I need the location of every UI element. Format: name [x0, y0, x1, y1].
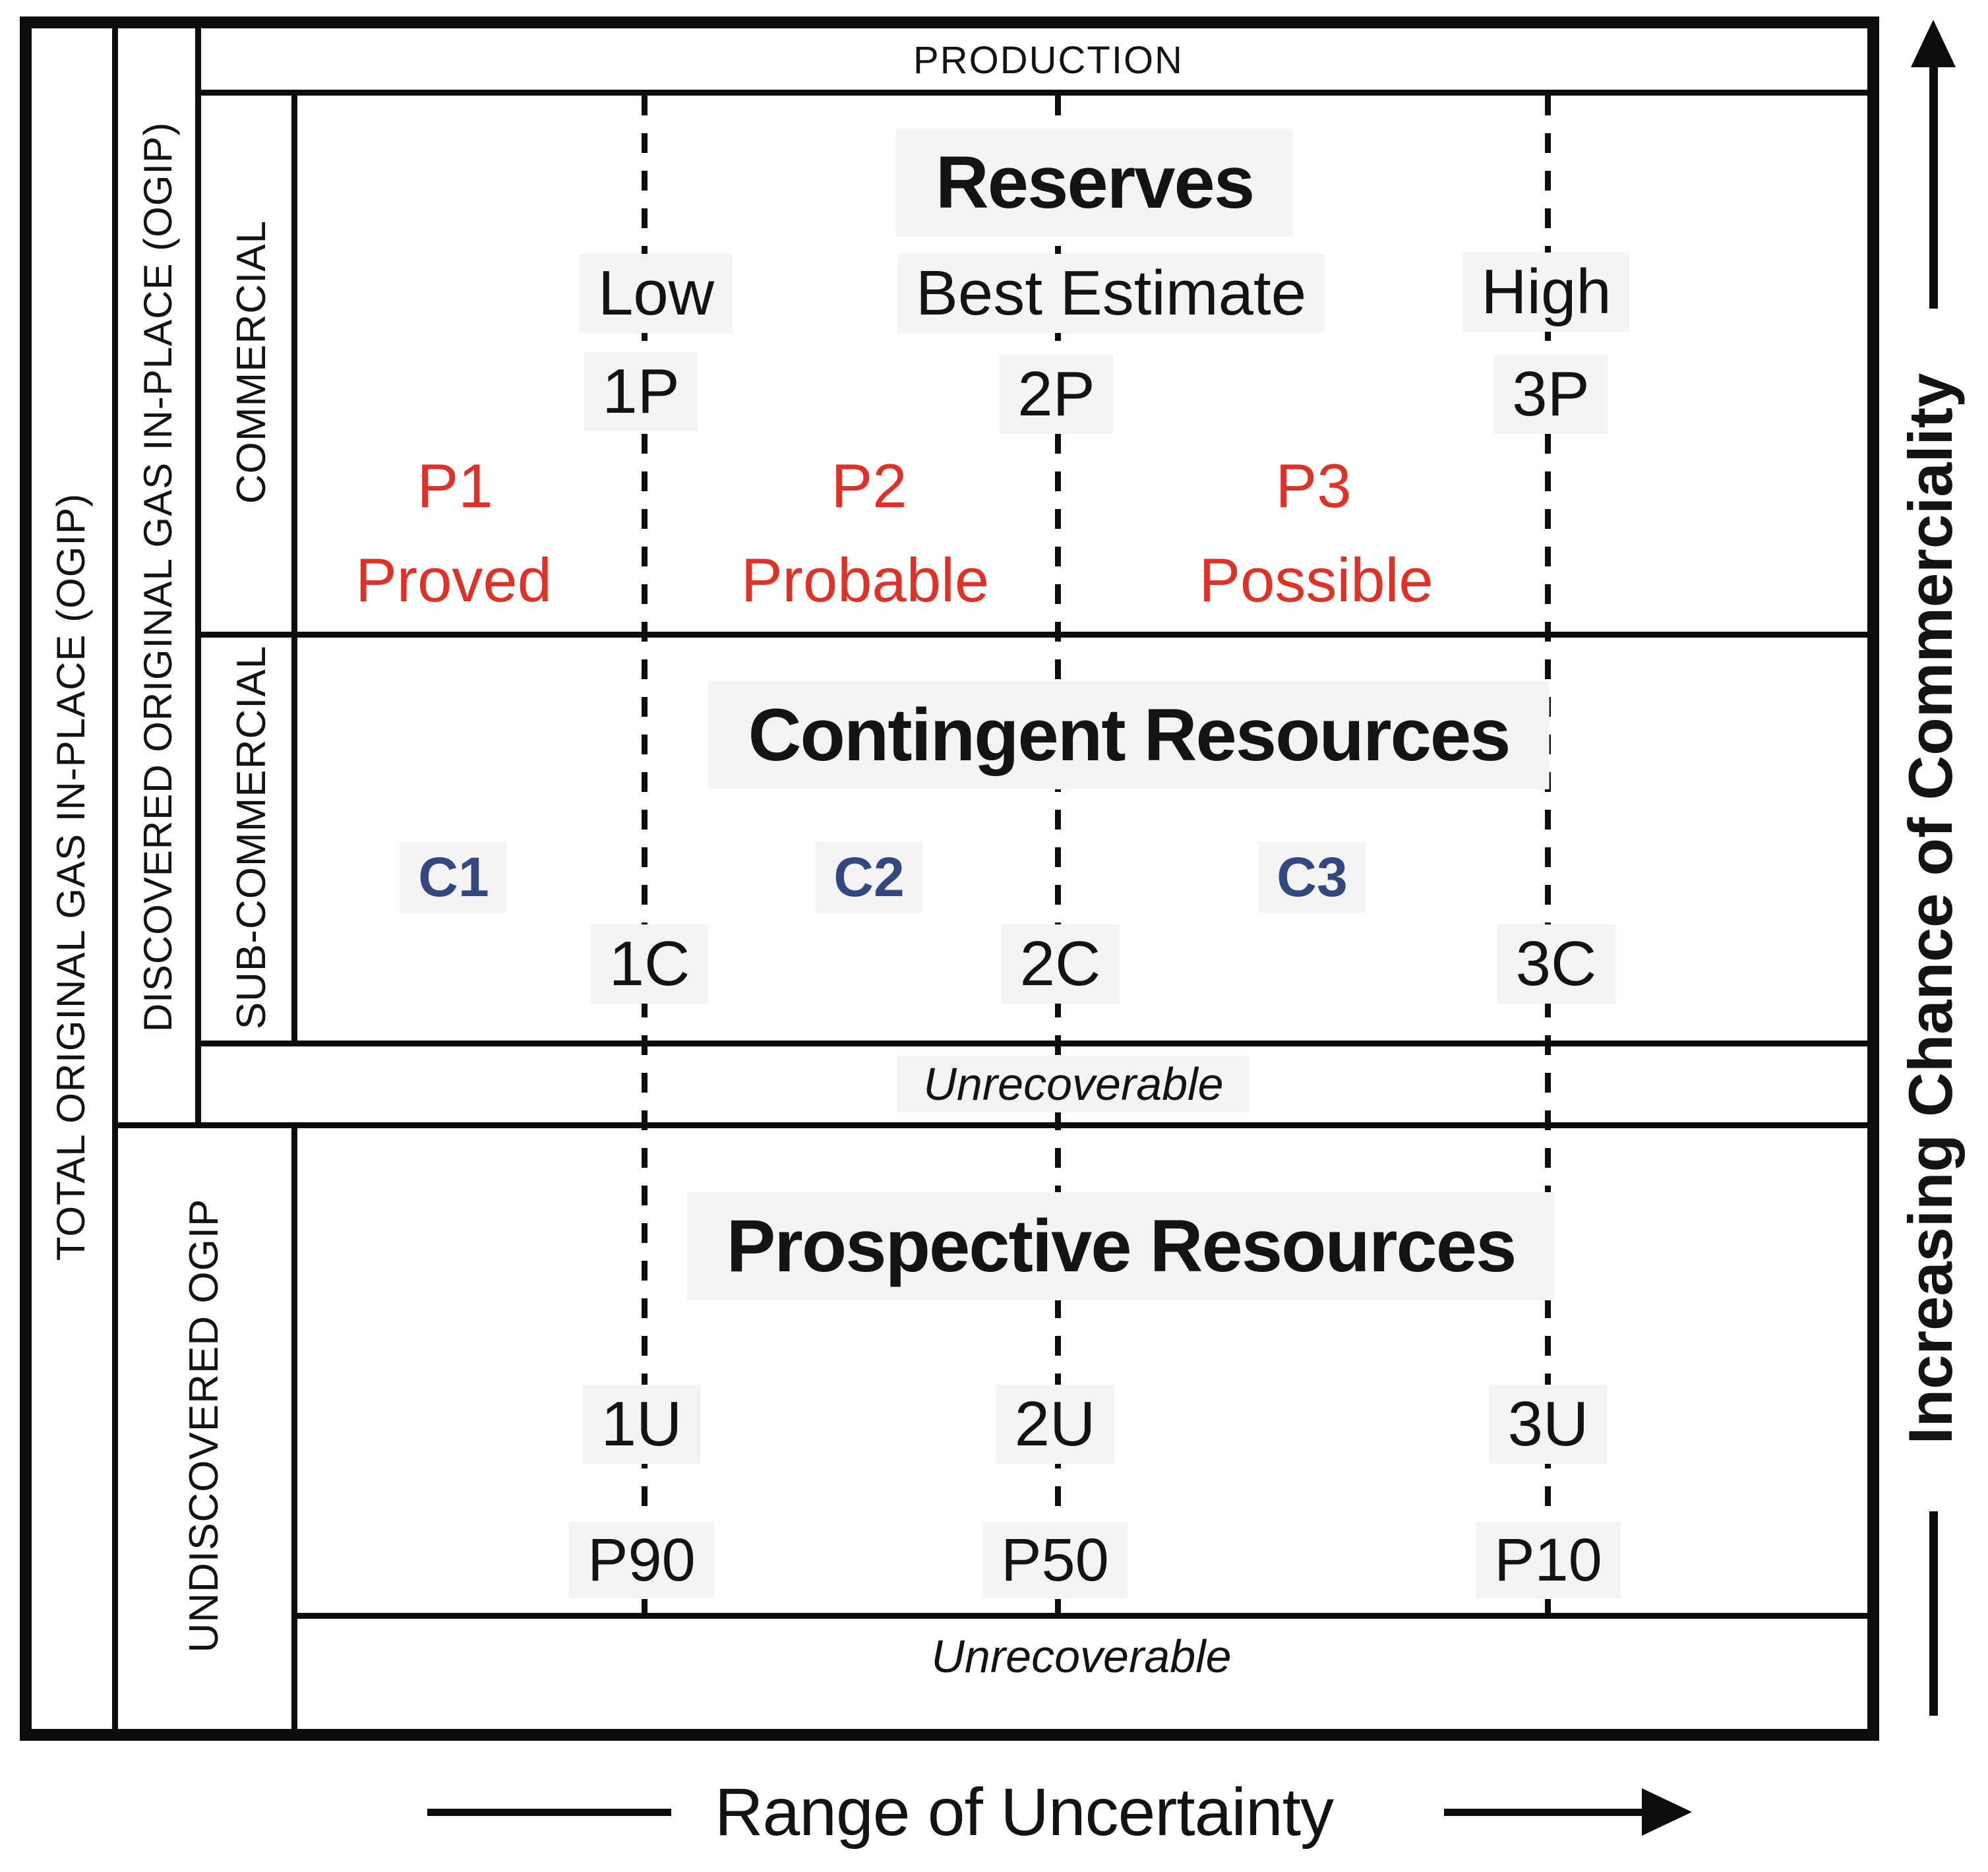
- col3-divider-lower: [291, 1122, 297, 1729]
- vertical-axis-label: Increasing Chance of Commerciality: [1896, 373, 1965, 1445]
- code-3u-label: 3U: [1489, 1385, 1608, 1464]
- vertical-axis-shaft-top: [1929, 65, 1938, 309]
- row-label-commercial: COMMERCIAL: [229, 220, 274, 504]
- estimate-high-label: High: [1462, 253, 1630, 332]
- contingent-title: Contingent Resources: [708, 681, 1550, 789]
- estimate-best-label: Best Estimate: [897, 254, 1325, 333]
- category-p3-name: Possible: [1199, 545, 1433, 615]
- category-p3-code: P3: [1275, 451, 1352, 520]
- vertical-axis-shaft-bottom: [1929, 1511, 1938, 1716]
- unrecoverable-discovered-label: Unrecoverable: [897, 1056, 1250, 1112]
- category-p1-code: P1: [417, 451, 493, 520]
- category-p2-name: Probable: [740, 545, 990, 615]
- horizontal-axis-segment-left: [427, 1809, 671, 1816]
- undiscovered-top-line: [112, 1122, 1867, 1128]
- dashed-line-low-estimate: [642, 96, 648, 1613]
- percentile-p10-label: P10: [1476, 1522, 1621, 1598]
- code-2c-label: 2C: [1001, 924, 1120, 1004]
- category-p2-code: P2: [831, 451, 907, 520]
- unrecoverable1-top-line: [195, 1041, 1867, 1046]
- row-label-undiscovered-ogip: UNDISCOVERED OGIP: [181, 1198, 227, 1653]
- reserves-title: Reserves: [895, 129, 1294, 237]
- class-c2-label: C2: [815, 841, 923, 913]
- row-label-total-ogip: TOTAL ORIGINAL GAS IN-PLACE (OGIP): [49, 493, 93, 1261]
- up-arrowhead-icon: [1911, 20, 1956, 67]
- row-label-sub-commercial: SUB-COMMERCIAL: [229, 645, 274, 1030]
- code-2u-label: 2U: [996, 1385, 1114, 1464]
- col1-divider: [112, 28, 118, 1729]
- col2-divider: [195, 28, 201, 1128]
- prospective-title: Prospective Resources: [686, 1192, 1555, 1300]
- dashed-line-high-estimate: [1545, 96, 1551, 1613]
- dashed-line-best-estimate: [1055, 96, 1061, 1613]
- percentile-p50-label: P50: [982, 1522, 1128, 1598]
- code-1c-label: 1C: [590, 924, 709, 1004]
- right-arrowhead-icon: [1642, 1788, 1692, 1836]
- outer-frame: [20, 16, 1879, 1741]
- horizontal-axis-segment-right: [1444, 1809, 1642, 1816]
- estimate-low-label: Low: [579, 254, 733, 333]
- production-label: PRODUCTION: [913, 39, 1184, 82]
- col3-divider-upper: [291, 90, 297, 1046]
- production-divider: [195, 90, 1867, 96]
- code-3p-label: 3P: [1493, 355, 1608, 434]
- class-c3-label: C3: [1258, 841, 1366, 913]
- percentile-p90-label: P90: [569, 1522, 714, 1598]
- code-3c-label: 3C: [1497, 924, 1615, 1004]
- row-label-discovered-ogip: DISCOVERED ORIGINAL GAS IN-PLACE (OGIP): [136, 121, 180, 1033]
- code-1u-label: 1U: [582, 1385, 701, 1464]
- code-1p-label: 1P: [584, 352, 698, 431]
- commercial-subcommercial-divider: [195, 632, 1867, 638]
- unrecoverable2-top-line: [291, 1613, 1867, 1619]
- code-2p-label: 2P: [999, 355, 1114, 434]
- class-c1-label: C1: [400, 841, 508, 913]
- horizontal-axis-label: Range of Uncertainty: [714, 1774, 1334, 1850]
- category-p1-name: Proved: [355, 545, 552, 615]
- unrecoverable-undiscovered-label: Unrecoverable: [931, 1631, 1232, 1682]
